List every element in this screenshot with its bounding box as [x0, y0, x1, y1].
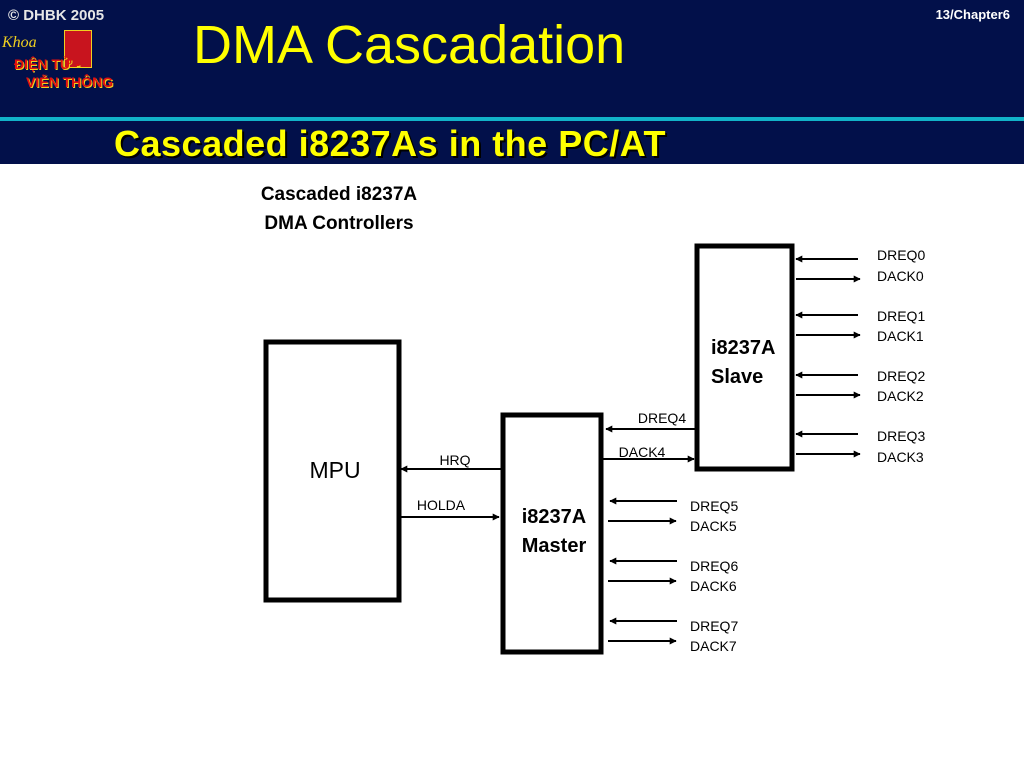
dack0-label: DACK0: [877, 268, 924, 284]
logo-line-2: VIỄN THÔNG: [26, 74, 114, 90]
dreq7-label: DREQ7: [690, 618, 738, 634]
slide-subtitle: Cascaded i8237As in the PC/AT: [114, 123, 667, 164]
slave-label-line-1: i8237A: [711, 337, 776, 359]
dack4-label: DACK4: [619, 444, 666, 460]
holda-label: HOLDA: [417, 497, 466, 513]
dack2-label: DACK2: [877, 388, 924, 404]
logo-word: Khoa: [2, 34, 37, 51]
dreq3-label: DREQ3: [877, 428, 925, 444]
diagram-caption-line-1: Cascaded i8237A: [261, 184, 418, 205]
dreq2-label: DREQ2: [877, 368, 925, 384]
dack1-label: DACK1: [877, 328, 924, 344]
dreq5-label: DREQ5: [690, 498, 738, 514]
dack3-label: DACK3: [877, 449, 924, 465]
master-label-line-1: i8237A: [522, 506, 587, 528]
logo-emblem: [64, 30, 92, 68]
dreq4-label: DREQ4: [638, 410, 686, 426]
hrq-label: HRQ: [439, 452, 470, 468]
slave-label-line-2: Slave: [711, 366, 763, 388]
slave-controller-block: [694, 243, 795, 472]
dreq1-label: DREQ1: [877, 308, 925, 324]
dreq0-label: DREQ0: [877, 247, 925, 263]
logo-line-1: ĐIỆN TỬ -: [14, 56, 81, 72]
page-number: 13/Chapter6: [935, 7, 1010, 22]
dack5-label: DACK5: [690, 518, 737, 534]
dack6-label: DACK6: [690, 578, 737, 594]
mpu-block: [263, 339, 402, 603]
faculty-logo: Khoa ĐIỆN TỬ - VIỄN THÔNG: [2, 28, 120, 100]
header-divider: [0, 117, 1024, 121]
master-label-line-2: Master: [522, 535, 587, 557]
dack7-label: DACK7: [690, 638, 737, 654]
mpu-label: MPU: [309, 457, 360, 483]
diagram-caption-line-2: DMA Controllers: [264, 213, 413, 234]
master-controller-block: [500, 412, 604, 655]
copyright-text: © DHBK 2005: [8, 7, 105, 24]
slide-title: DMA Cascadation: [193, 15, 626, 75]
slide-header: [0, 0, 1024, 164]
dreq6-label: DREQ6: [690, 558, 738, 574]
